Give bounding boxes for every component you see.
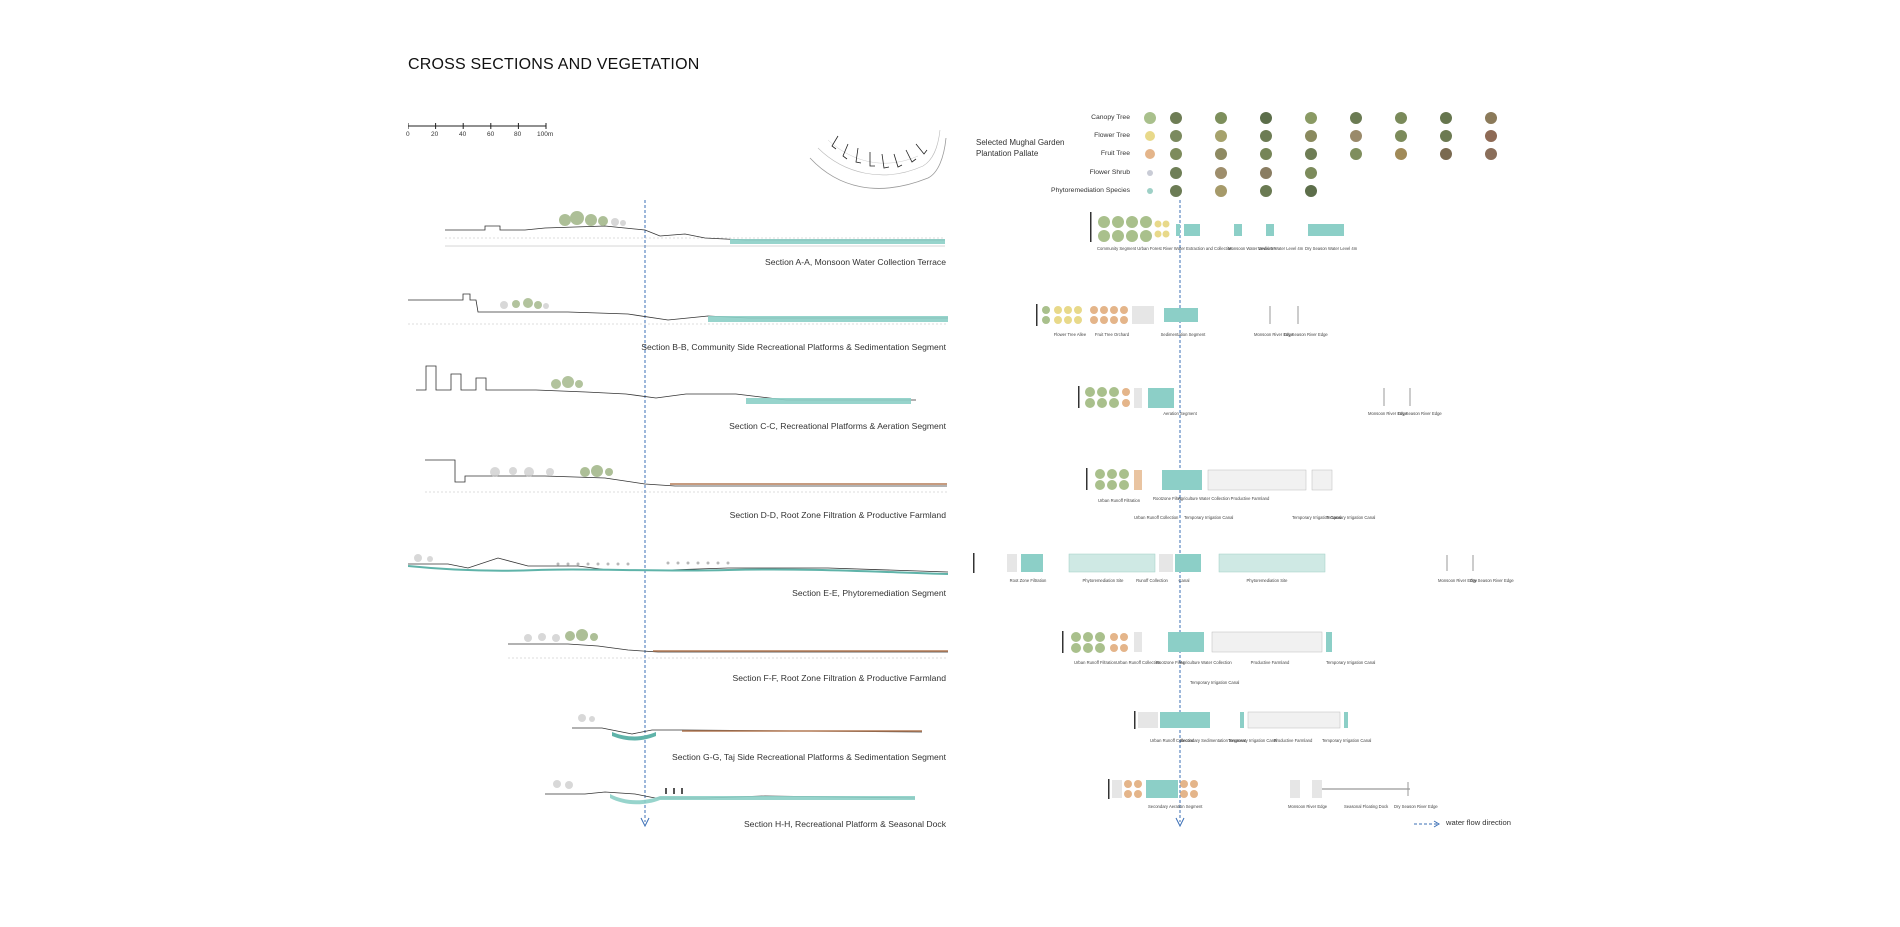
plan-row-4 [1086,468,1333,491]
plan-r7-label-4: Productive Farmland [1273,738,1313,743]
plan-r6-label-6: Temporary Irrigation Canal [1190,680,1240,685]
water-flow-legend-label: water flow direction [1446,818,1511,827]
palette-category-phyto: Phytoremediation Species [1051,187,1130,194]
plan-r5-label-5: Phytoremediation Site [1246,578,1288,583]
plan-r6-label-2: Urban Runoff Collection [1116,660,1161,665]
section-e-drawing [408,554,948,575]
plan-r2-label-4: Monsoon River Edge [1254,332,1294,337]
plan-r8-label-1: Secondary Aeration Segment [1148,804,1203,809]
palette-title-line2: Plantation Pallate [976,149,1039,158]
plan-row-2 [1036,304,1299,326]
plan-r7-label-3: Temporary Irrigation Canal [1228,738,1278,743]
plan-row-7 [1134,711,1348,729]
plan-r4-label-4: Productive Farmland [1230,496,1270,501]
plan-r4-label-3: Agriculture Water Collection [1178,496,1230,501]
section-a-label: Section A-A, Monsoon Water Collection Te… [764,257,946,267]
plan-r2-label-1: Flower Tree Allee [1053,332,1087,337]
plan-r6-label-1: Urban Runoff Filtration [1074,660,1117,665]
plan-r7-label-1: Urban Runoff Collection [1150,738,1195,743]
plan-flow-line [1175,200,1185,828]
plan-r4-label-1: Urban Runoff Filtration [1098,498,1141,503]
plan-r5-label-4: Canal [1178,578,1190,583]
plan-row-3 [1078,386,1411,408]
plan-r1-label-1: Community Segment Urban Forest [1097,246,1162,251]
section-f-label: Section F-F, Root Zone Filtration & Prod… [732,673,947,683]
section-d-label: Section D-D, Root Zone Filtration & Prod… [729,510,946,520]
palette-category-fruit-tree: Fruit Tree [1100,150,1130,157]
section-g-label: Section G-G, Taj Side Recreational Platf… [671,752,946,762]
section-e-label: Section E-E, Phytoremediation Segment [792,588,946,598]
palette-category-flower-tree: Flower Tree [1094,132,1130,139]
plan-r8-label-4: Dry Season River Edge [1394,804,1438,809]
plan-row-1 [1090,212,1344,242]
plan-r8-label-2: Monsoon River Edge [1288,804,1328,809]
plan-r6-label-7: Temporary Irrigation Canal [1326,660,1376,665]
plan-r1-label-5: Dry Season Water Level 4m [1305,246,1358,251]
section-f-drawing [508,629,948,659]
section-b-label: Section B-B, Community Side Recreational… [641,342,946,352]
plan-r5-label-1: Root Zone Filtration [1009,578,1047,583]
plan-r6-label-3: Rootzone Filter [1156,660,1185,665]
plan-r3-label-3: Dry Season River Edge [1398,411,1442,416]
plan-row-5 [973,553,1474,573]
section-g-drawing [572,714,922,741]
plan-r4-label-2: Rootzone Filter [1153,496,1182,501]
plan-r3-label-1: Aeration Segment [1163,411,1197,416]
key-plan-map [809,129,947,189]
palette-title-line1: Selected Mughal Garden [976,138,1065,147]
plan-r4-label-6: Temporary Irrigation Canal [1184,515,1234,520]
plan-r5-label-2: Phytoremediation Site [1082,578,1124,583]
palette-category-flower-shrub: Flower Shrub [1089,169,1130,176]
palette-title: Selected Mughal Garden Plantation Pallat… [976,137,1065,159]
water-flow-legend-icon [1414,820,1440,828]
plan-r5-label-6: Monsoon River Edge [1438,578,1478,583]
section-a-drawing [445,211,945,247]
plan-r6-label-5: Productive Farmland [1250,660,1290,665]
plan-r5-label-7: Dry Season River Edge [1470,578,1514,583]
plan-r2-label-2: Fruit Tree Orchard [1094,332,1130,337]
plan-r1-label-3: Monsoon Water Level 4m [1228,246,1276,251]
section-b-drawing [408,293,948,325]
plant-palette-grid [1144,112,1497,197]
section-flow-line [640,200,650,828]
scale-tick-40: 40 [459,131,467,138]
plan-r2-label-5: Dry Season River Edge [1284,332,1328,337]
scale-tick-20: 20 [431,131,439,138]
palette-category-canopy: Canopy Tree [1091,114,1130,121]
section-h-label: Section H-H, Recreational Platform & Sea… [743,819,946,829]
scale-bar [408,123,547,129]
section-d-drawing [425,459,947,493]
plan-r1-label-2: River Water Extraction and Collection [1163,246,1233,251]
section-c-drawing [416,365,916,404]
scale-tick-80: 80 [514,131,522,138]
scale-tick-0: 0 [406,131,410,138]
plan-r6-label-4: Agriculture Water Collection [1180,660,1232,665]
plan-r3-label-2: Monsoon River Edge [1368,411,1408,416]
plan-r5-label-3: Runoff Collection [1136,578,1168,583]
plan-r1-label-4: Medium Water Level 4m [1258,246,1304,251]
plan-r7-label-5: Temporary Irrigation Canal [1322,738,1372,743]
plan-r4-label-8: Temporary Irrigation Canal [1326,515,1376,520]
plan-r8-label-3: Seasonal Floating Dock [1344,804,1389,809]
scale-tick-100m: 100m [537,131,554,138]
plan-r7-label-2: Secondary Sedimentation Segment [1180,738,1246,743]
scale-tick-60: 60 [487,131,495,138]
plan-r4-label-5: Urban Runoff Collection [1134,515,1179,520]
section-h-drawing [545,780,915,805]
plan-row-6 [1062,631,1332,653]
plan-r2-label-3: Sedimentation Segment [1160,332,1206,337]
plan-r4-label-7: Temporary Irrigation Canal [1292,515,1342,520]
plan-row-8 [1108,779,1410,799]
page-title: CROSS SECTIONS AND VEGETATION [408,56,700,73]
section-c-label: Section C-C, Recreational Platforms & Ae… [729,421,946,431]
